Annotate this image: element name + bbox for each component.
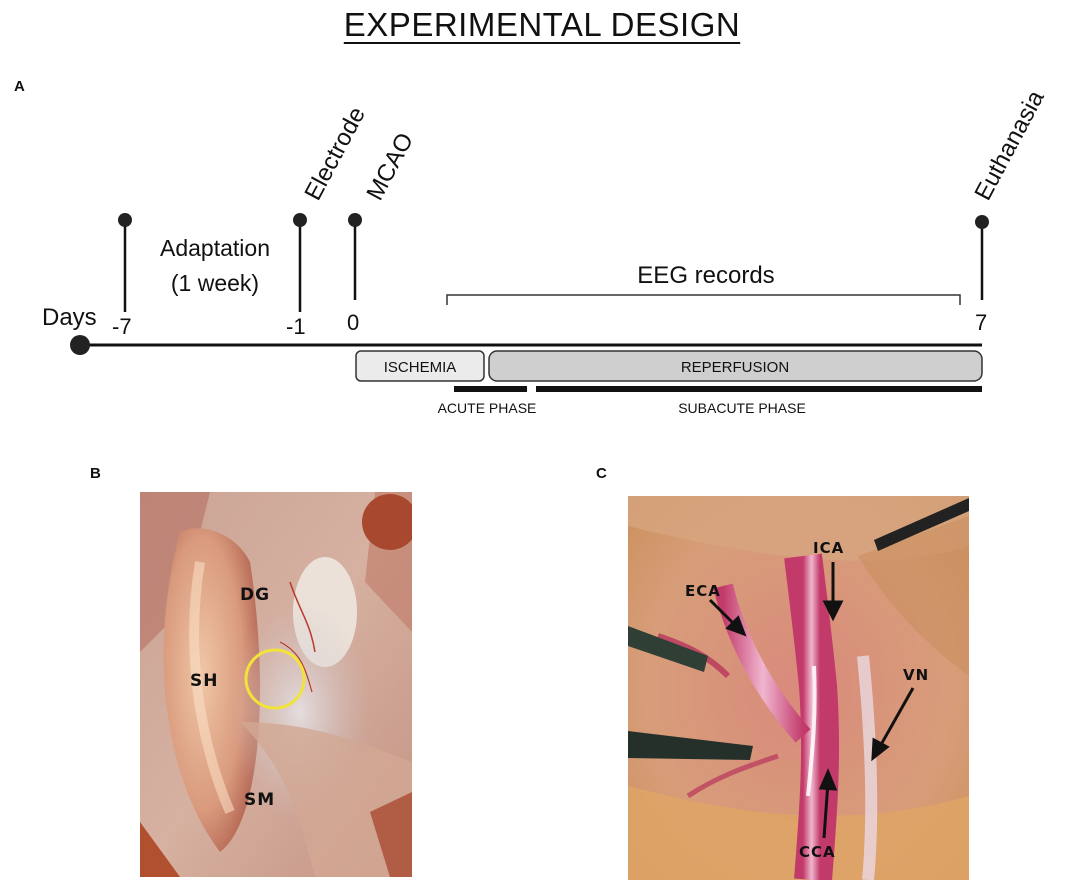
days-label: Days [42, 304, 97, 331]
eeg-records-label: EEG records [637, 262, 774, 289]
tissue-clump [362, 494, 412, 550]
muscle-sm-shape [240, 722, 412, 877]
panel-b-letter: B [90, 465, 101, 482]
ischemia-box [355, 350, 485, 382]
arrow-cca [822, 781, 830, 839]
muscle-sh-shape [163, 528, 260, 852]
acute-phase-bar [454, 386, 527, 392]
label-vn: VN [903, 666, 929, 684]
adaptation-label: Adaptation [160, 235, 270, 261]
label-cca: CCA [799, 843, 836, 861]
vagus-nerve-shape [857, 655, 878, 880]
marker-minus1-day: -1 [286, 314, 306, 339]
acute-phase-label: ACUTE PHASE [438, 400, 537, 416]
arrow-ica-head [822, 600, 844, 622]
marker-0-dot [348, 213, 362, 227]
subacute-phase-bar [536, 386, 982, 392]
reperfusion-label: REPERFUSION [681, 359, 789, 376]
target-circle [244, 648, 306, 710]
surgical-photo-b: DG SH SM [140, 492, 412, 877]
carotid-artery-shape [784, 553, 840, 880]
figure-title: EXPERIMENTAL DESIGN [343, 6, 741, 43]
subacute-phase-label: SUBACUTE PHASE [678, 400, 806, 416]
probe-instrument [874, 498, 969, 551]
arrow-cca-head [818, 768, 838, 791]
arrow-vn [876, 687, 915, 751]
label-sm: SM [244, 790, 275, 810]
ischemia-label: ISCHEMIA [384, 359, 457, 376]
label-ica: ICA [813, 539, 844, 557]
adaptation-duration: (1 week) [171, 270, 259, 296]
marker-minus1-dot [293, 213, 307, 227]
marker-7-day: 7 [975, 310, 987, 335]
mcao-label: MCAO [361, 129, 419, 205]
marker-0-day: 0 [347, 310, 359, 335]
marker-minus7-day: -7 [112, 314, 132, 339]
electrode-label: Electrode [299, 103, 370, 205]
arrow-eca-head [725, 615, 747, 637]
marker-minus7-dot [118, 213, 132, 227]
retractor-instrument [628, 731, 753, 760]
panel-c-letter: C [596, 465, 607, 482]
timeline-diagram: Days -7 -1 Electrode 0 MCAO 7 Euthanasia… [42, 86, 1050, 416]
panel-a-letter: A [14, 78, 25, 95]
timeline-origin-dot [70, 335, 90, 355]
arrow-vn-head [871, 737, 890, 762]
external-carotid-shape [713, 583, 811, 743]
euthanasia-label: Euthanasia [969, 86, 1050, 205]
reperfusion-box [488, 350, 983, 382]
eeg-bracket [446, 294, 961, 305]
marker-7-dot [975, 215, 989, 229]
label-sh: SH [190, 671, 218, 691]
forceps-instrument [628, 626, 708, 672]
surgical-photo-c: ECA ICA VN CCA [628, 496, 969, 880]
label-eca: ECA [685, 582, 721, 600]
label-dg: DG [240, 585, 270, 605]
